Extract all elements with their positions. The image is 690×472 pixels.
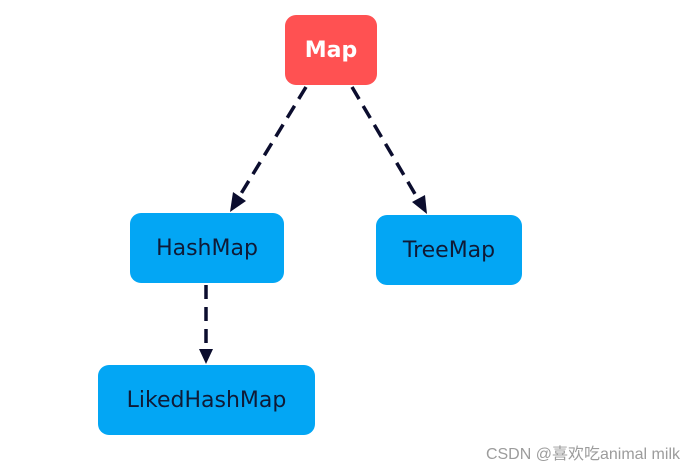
node-likedhashmap: LikedHashMap	[98, 365, 315, 435]
node-treemap: TreeMap	[376, 215, 522, 285]
edge-map-to-hashmap	[237, 86, 308, 198]
node-treemap-label: TreeMap	[402, 237, 496, 263]
node-map: Map	[285, 15, 377, 85]
node-map-label: Map	[304, 37, 358, 63]
arrowhead-hashmap	[230, 192, 246, 212]
node-hashmap: HashMap	[130, 213, 284, 283]
arrowhead-linked	[199, 349, 213, 364]
node-likedhashmap-label: LikedHashMap	[126, 387, 287, 413]
node-hashmap-label: HashMap	[156, 235, 258, 261]
watermark: CSDN @喜欢吃animal milk	[485, 446, 680, 463]
arrowhead-treemap	[412, 195, 427, 214]
edge-map-to-treemap	[350, 86, 420, 200]
